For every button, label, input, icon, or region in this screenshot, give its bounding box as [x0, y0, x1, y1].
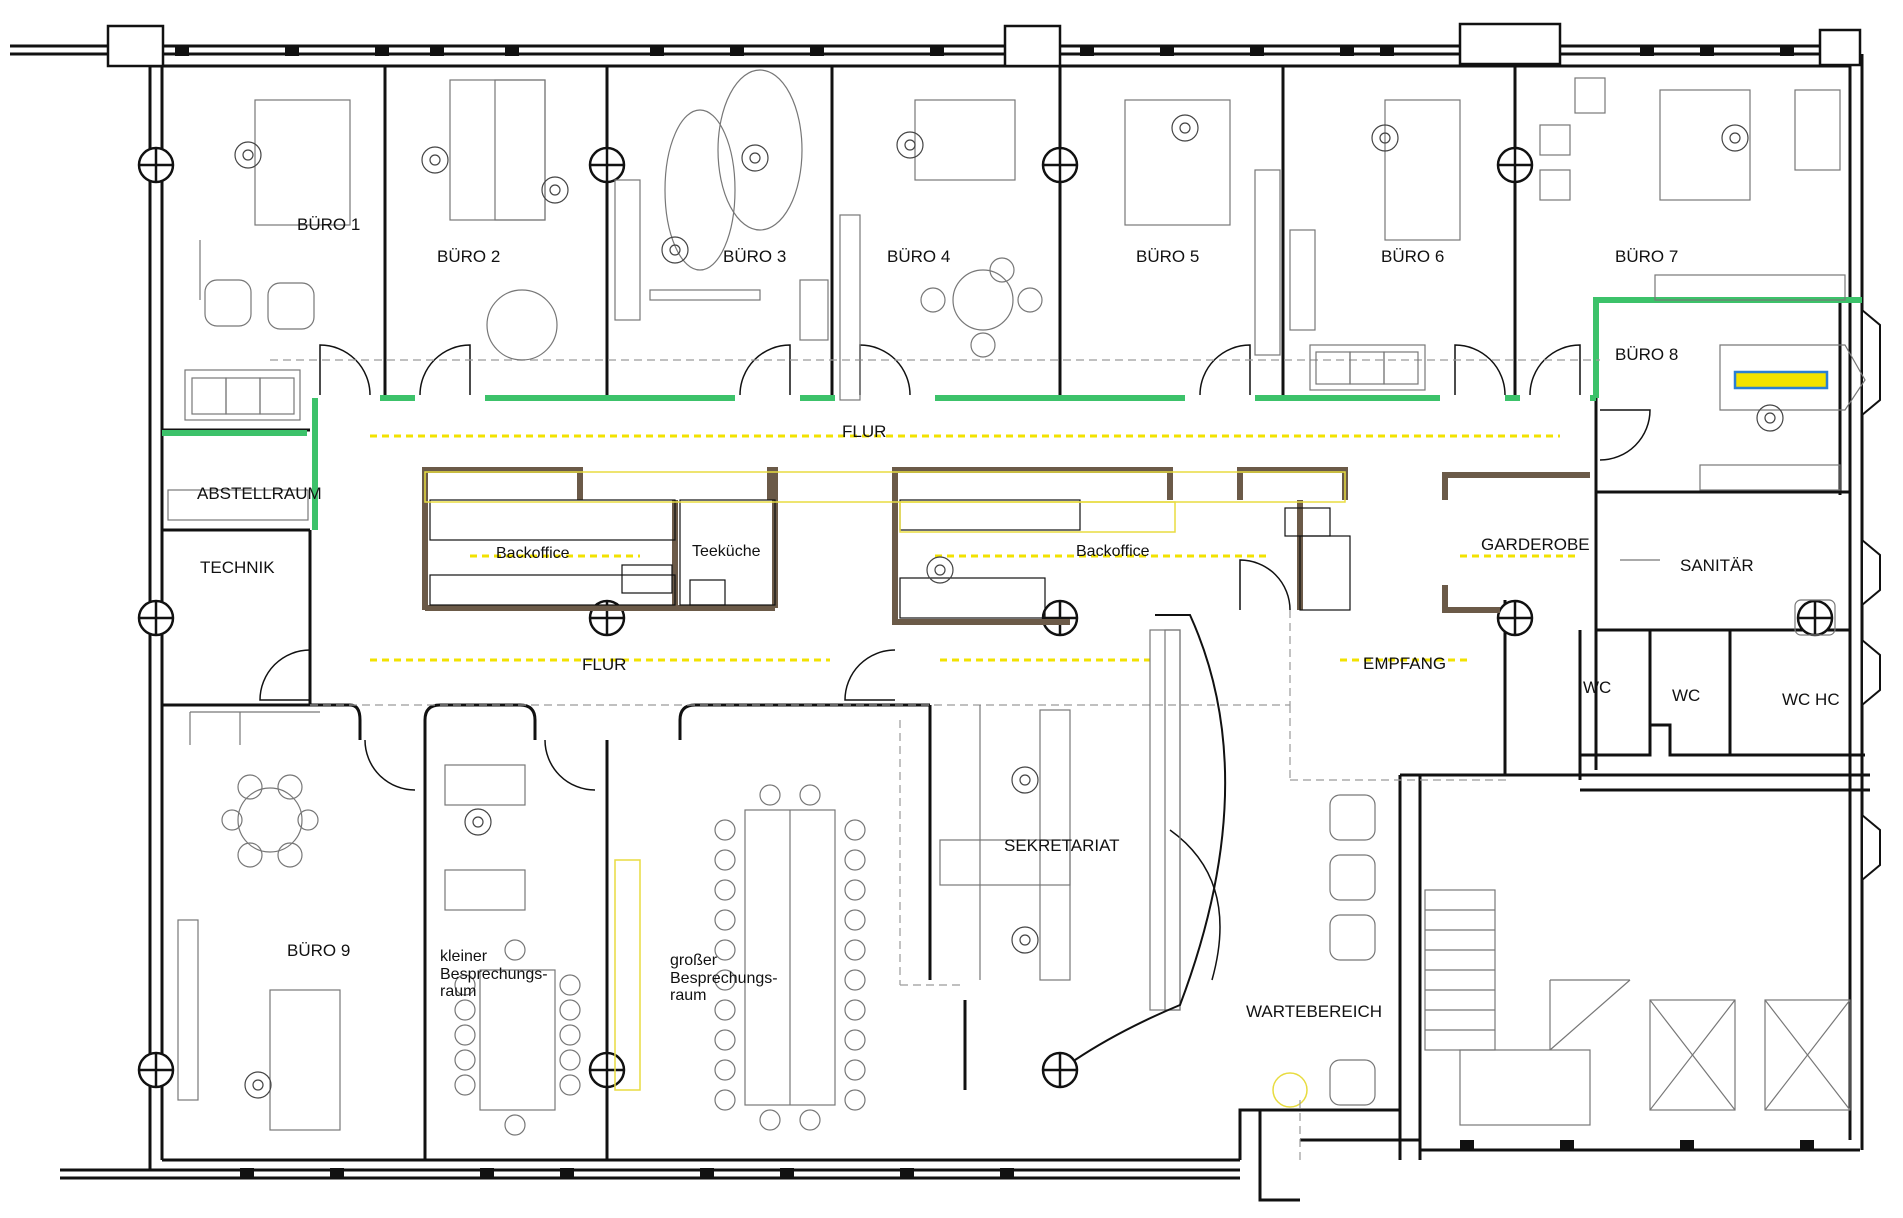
room-label-buero-2: BÜRO 2 [437, 247, 501, 266]
room-label-buero-1: BÜRO 1 [297, 215, 361, 234]
office-chairs [234, 114, 1784, 1099]
room-label-buero-9: BÜRO 9 [287, 941, 351, 960]
right-window-bays [1861, 307, 1881, 883]
reception-curve [1074, 614, 1227, 1061]
sanitary-partitions [1580, 723, 1865, 757]
room-label-backoffice-right: Backoffice [1076, 543, 1150, 560]
room-label-kleiner-besprechungsraum: kleiner Besprechungs- raum [440, 948, 548, 1001]
room-label-teekueche: Teeküche [692, 543, 761, 560]
room-label-buero-7: BÜRO 7 [1615, 247, 1679, 266]
room-label-wartebereich: WARTEBEREICH [1246, 1002, 1383, 1021]
room-label-buero-4: BÜRO 4 [887, 247, 951, 266]
room-label-abstellraum: ABSTELLRAUM [197, 484, 322, 503]
room-label-buero-6: BÜRO 6 [1381, 247, 1445, 266]
window-sills [175, 46, 1814, 1178]
room-label-sekretariat: SEKRETARIAT [1004, 836, 1120, 855]
room-label-empfang: EMPFANG [1363, 654, 1447, 673]
dashed-lines [270, 359, 1600, 1160]
room-label-buero-3: BÜRO 3 [723, 247, 787, 266]
room-label-grosser-besprechungsraum: großer Besprechungs- raum [670, 952, 778, 1005]
light-strips [370, 434, 1580, 662]
room-label-flur-bottom: FLUR [582, 655, 627, 674]
room-label-flur-top: FLUR [842, 422, 887, 441]
room-label-buero-5: BÜRO 5 [1136, 247, 1200, 266]
room-label-wc-hc: WC HC [1782, 690, 1840, 709]
furniture [167, 69, 1866, 1136]
door-swings [259, 344, 1651, 981]
cabinet-outlines [429, 499, 1351, 619]
window-piers [106, 22, 1862, 68]
room-label-backoffice-left: Backoffice [496, 545, 570, 562]
room-label-sanitaer: SANITÄR [1680, 556, 1754, 575]
room-label-buero-8: BÜRO 8 [1615, 345, 1679, 364]
room-label-garderobe: GARDEROBE [1481, 535, 1590, 554]
room-label-wc-2: WC [1672, 686, 1701, 705]
room-label-wc-1: WC [1583, 678, 1612, 697]
yellow-outlines [424, 471, 1346, 1108]
room-label-technik: TECHNIK [200, 558, 275, 577]
highlighted-desk [1733, 370, 1829, 390]
